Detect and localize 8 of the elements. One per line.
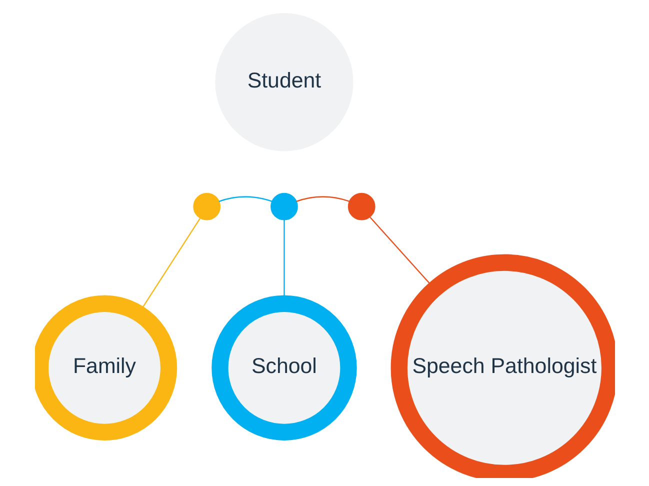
connector [218,196,272,202]
connector [296,196,350,202]
node-circle [270,192,298,220]
node-circle [347,192,375,220]
node-circle: Family [34,294,177,440]
node-circle [192,192,220,220]
node-circle: Speech Pathologist [390,254,614,478]
node-circle: School [211,294,356,440]
